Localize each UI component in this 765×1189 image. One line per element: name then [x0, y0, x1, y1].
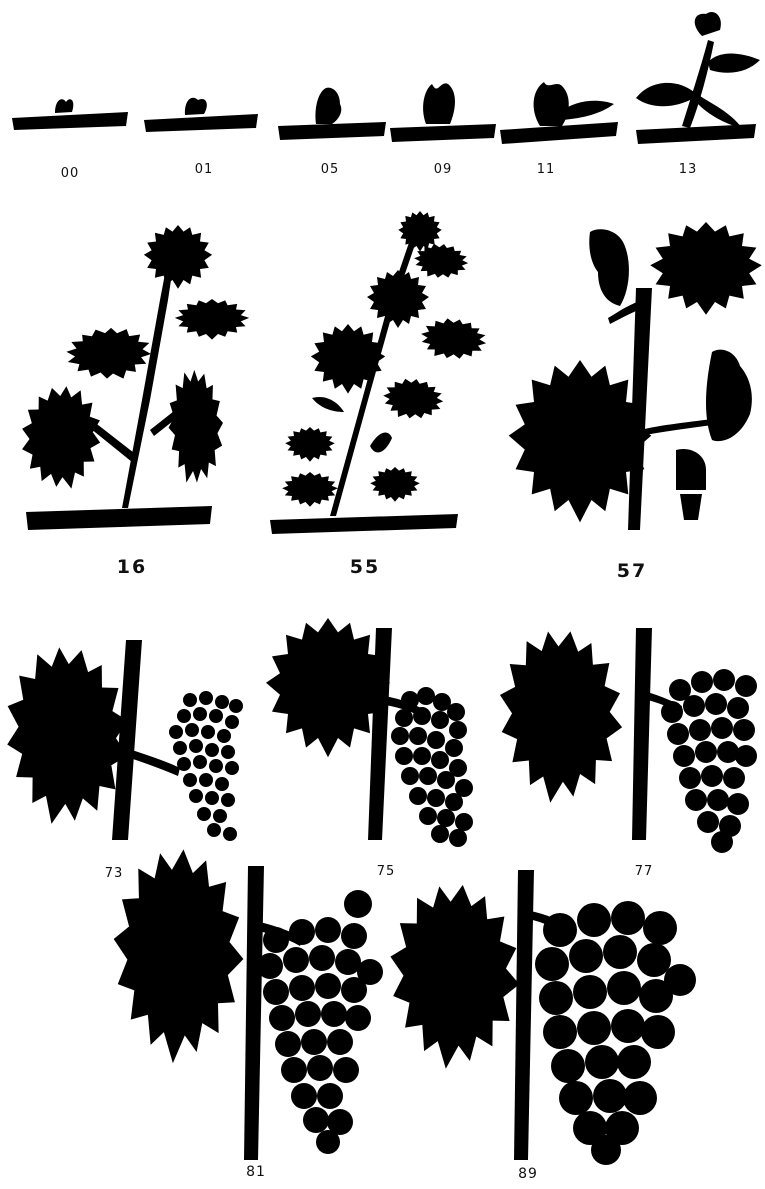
stage-label-09: 09: [434, 162, 453, 177]
stage-label-05: 05: [321, 162, 340, 177]
stage-label-89: 89: [518, 1166, 538, 1182]
stage-05-illustration: [278, 88, 386, 140]
stage-55-illustration: [270, 211, 499, 534]
stage-09-illustration: [390, 83, 496, 142]
stage-label-55: 55: [350, 556, 380, 578]
stage-label-73: 73: [105, 866, 124, 881]
stage-73-illustration: [0, 625, 243, 848]
stage-label-13: 13: [679, 162, 698, 177]
stage-label-00: 00: [61, 166, 80, 181]
stage-label-57: 57: [617, 560, 647, 582]
stage-81-illustration: [108, 839, 383, 1160]
stage-11-illustration: [500, 82, 618, 144]
stage-57-illustration: [509, 222, 762, 530]
stage-label-16: 16: [117, 556, 147, 578]
stage-00-illustration: [12, 99, 128, 130]
stage-13-illustration: [636, 12, 760, 144]
stage-89-illustration: [381, 870, 696, 1165]
stage-01-illustration: [144, 98, 258, 132]
stage-16-illustration: [13, 225, 249, 530]
stage-label-81: 81: [246, 1164, 266, 1180]
stage-label-01: 01: [195, 162, 214, 177]
stage-label-75: 75: [377, 864, 396, 879]
stage-75-illustration: [266, 618, 473, 847]
stage-77-illustration: [489, 615, 757, 853]
stage-label-77: 77: [635, 864, 654, 879]
stage-label-11: 11: [537, 162, 556, 177]
